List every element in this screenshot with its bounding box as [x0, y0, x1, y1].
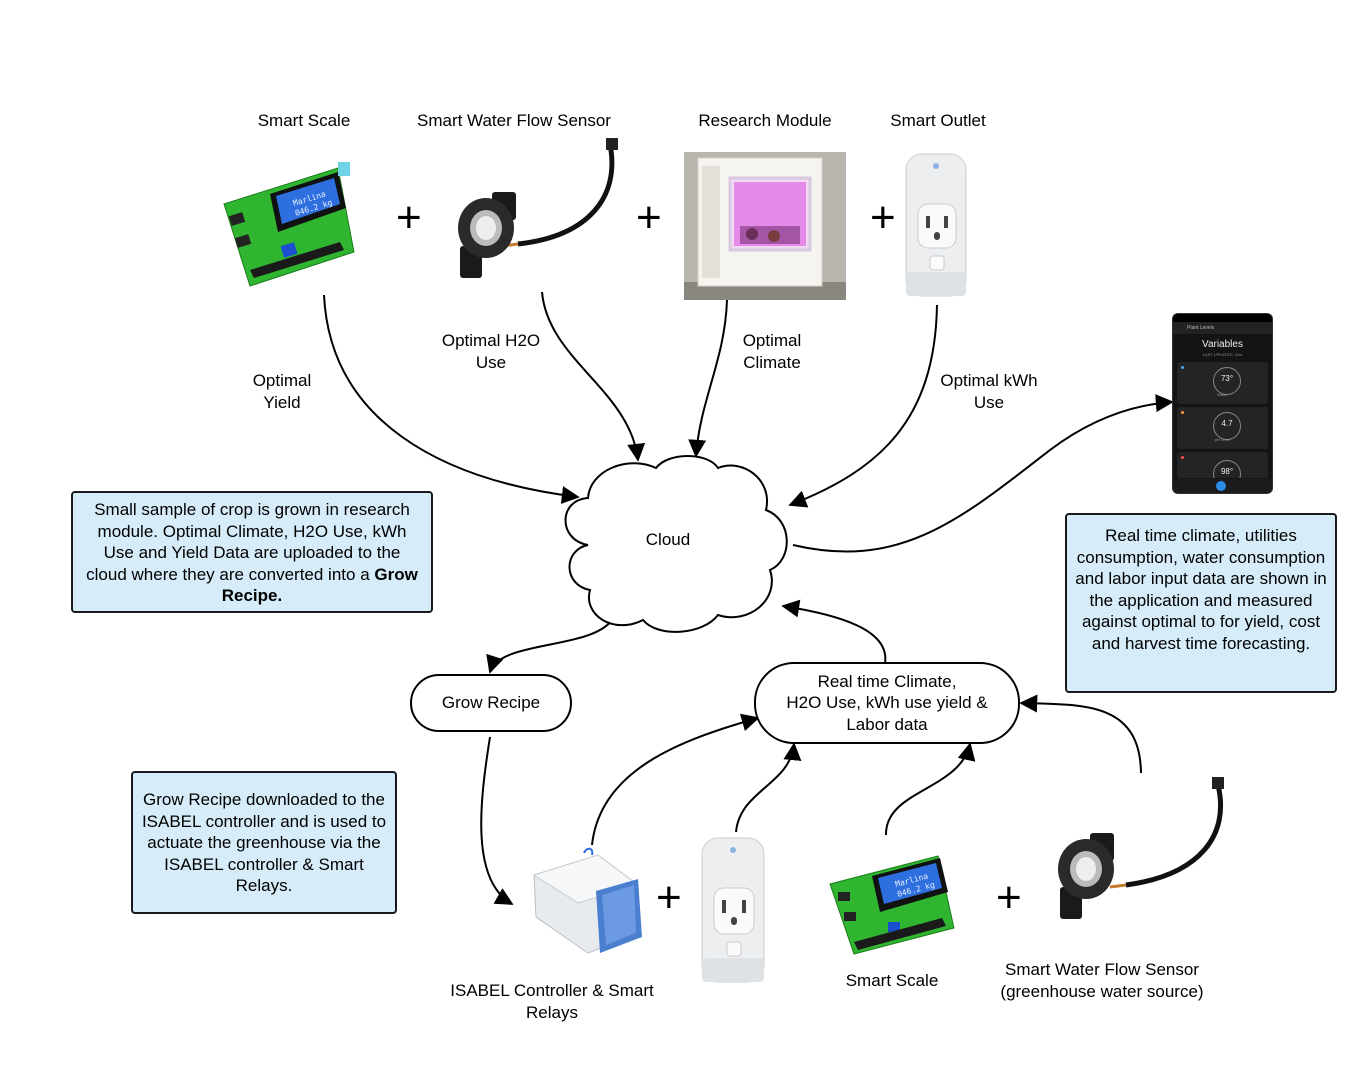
phone-gauge-3-value: 98°	[1213, 460, 1241, 478]
label-optimal-h2o: Optimal H2O Use	[441, 331, 541, 372]
realtime-data-pill: Real time Climate, H2O Use, kWh use yiel…	[754, 662, 1020, 744]
arrow-isabel-to-realtime	[591, 713, 760, 846]
arrow-to-phone	[792, 394, 1174, 553]
cloud-label: Cloud	[645, 530, 691, 549]
flow-sensor-top-image	[458, 138, 618, 278]
phone-header: Plant Levels	[1173, 322, 1272, 334]
label-smart-outlet: Smart Outlet	[890, 111, 986, 130]
isabel-controller-image	[532, 847, 642, 954]
flow-sensor-bottom-image	[1058, 777, 1224, 919]
note-realtime: Real time climate, utilities consumption…	[1065, 513, 1337, 693]
label-optimal-yield: Optimal Yield	[252, 371, 312, 412]
arrow-outlet-to-realtime	[735, 742, 802, 833]
smart-outlet-top-image	[905, 153, 967, 297]
label-optimal-kwh: Optimal kWh Use	[940, 371, 1038, 412]
arrow-scale-to-realtime	[884, 742, 976, 836]
plus-4: +	[656, 873, 682, 922]
smart-outlet-bottom-image	[701, 837, 765, 983]
phone-gauge-2-value: 4.7	[1213, 412, 1241, 440]
note-research-bold: Grow Recipe.	[221, 564, 418, 606]
cloud-shape	[564, 455, 788, 633]
phone-gauge-2: 4.7 pH Level	[1177, 407, 1268, 449]
arrow-recipe-to-isabel	[480, 736, 514, 905]
smart-scale-top-image: Marlina 046.2 kg	[223, 162, 355, 287]
arrow-h2o	[541, 291, 646, 462]
arrow-kwh	[788, 304, 938, 508]
label-flow-sensor-top: Smart Water Flow Sensor	[417, 111, 611, 130]
arrow-flow-to-realtime	[1019, 694, 1142, 774]
smart-scale-bottom-image: Marlina 046.2 kg	[829, 855, 955, 955]
phone-title: Variables	[1202, 339, 1243, 350]
phone-app: Plant Levels Variables LAST UPDATED: 2ms…	[1172, 313, 1273, 494]
plus-1: +	[396, 193, 422, 242]
arrow-cloud-to-recipe	[486, 619, 613, 674]
note-research-module: Small sample of crop is grown in researc…	[71, 491, 433, 613]
label-optimal-climate: Optimal Climate	[742, 331, 802, 372]
label-smart-scale-bottom: Smart Scale	[845, 971, 939, 990]
label-smart-scale-top: Smart Scale	[257, 111, 351, 130]
phone-tabbar	[1173, 479, 1272, 493]
label-isabel-controller: ISABEL Controller & Smart Relays	[450, 981, 654, 1022]
arrow-yield	[323, 294, 580, 504]
arrow-realtime-to-cloud	[781, 599, 887, 664]
phone-subtitle: LAST UPDATED: 2ms	[1202, 352, 1243, 357]
phone-gauge-3: 98°	[1177, 452, 1268, 478]
arrow-climate	[688, 299, 728, 458]
plus-2: +	[636, 193, 662, 242]
grow-recipe-pill: Grow Recipe	[410, 674, 572, 732]
research-module-image	[684, 152, 846, 300]
phone-gauge-1-unit: Water	[1217, 392, 1228, 397]
plus-3: +	[870, 193, 896, 242]
note-grow-recipe: Grow Recipe downloaded to the ISABEL con…	[131, 771, 397, 914]
note-research-text: Small sample of crop is grown in researc…	[86, 500, 410, 584]
label-flow-sensor-bottom: Smart Water Flow Sensor (greenhouse wate…	[1000, 960, 1204, 1001]
phone-gauge-2-unit: pH Level	[1214, 437, 1231, 442]
phone-gauge-1: 73° Water	[1177, 362, 1268, 404]
label-research-module: Research Module	[698, 111, 832, 130]
phone-gauge-1-value: 73°	[1213, 367, 1241, 395]
plus-5: +	[996, 873, 1022, 922]
